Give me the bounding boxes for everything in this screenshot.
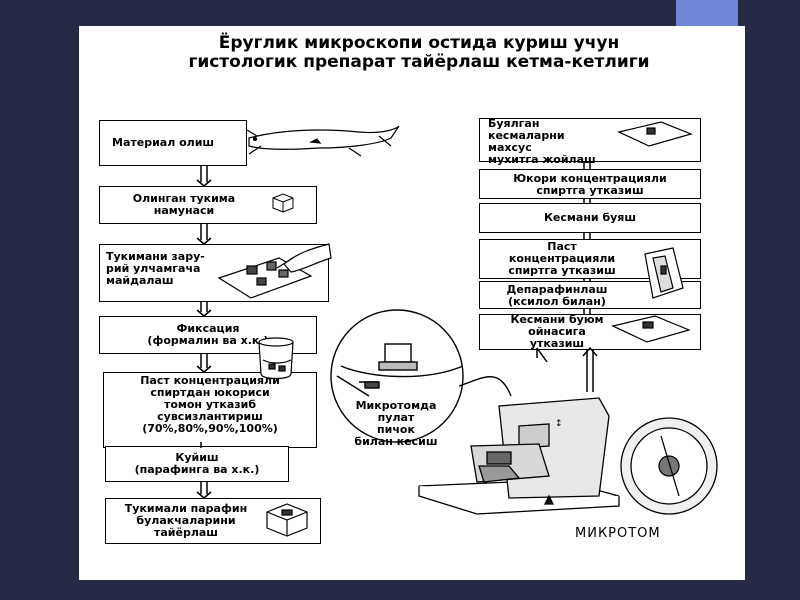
svg-text:↕: ↕	[555, 419, 563, 429]
microtome-step-label: Микротомда пулат пичок билан кесиш	[354, 399, 438, 448]
step-label: Кесмани буяш	[543, 211, 637, 224]
up-arrow	[583, 162, 591, 169]
corner-accent	[676, 0, 738, 26]
step-dehydration: Паст концентрацияли спиртдан юкориси том…	[103, 372, 317, 448]
rat-illustration	[246, 125, 400, 157]
up-arrow	[583, 309, 591, 314]
paraffin-block-icon	[266, 503, 308, 537]
step-label: Кесмани буюм ойнасига утказиш	[510, 313, 604, 350]
up-arrow	[583, 233, 591, 239]
pointer-arrow	[536, 347, 548, 363]
step-label: Материал олиш	[112, 136, 215, 149]
step-embedding: Куйиш (парафинга ва х.к.)	[105, 446, 289, 482]
magnifier-detail	[330, 309, 512, 443]
microtome-label: МИКРОТОМ	[575, 526, 661, 541]
step-material-taking: Материал олиш	[99, 120, 247, 166]
step-staining: Кесмани буяш	[479, 203, 701, 233]
glass-slide-illustration	[611, 315, 691, 343]
step-label: Куйиш (парафинга ва х.к.)	[134, 451, 260, 476]
beaker-illustration	[258, 337, 294, 380]
microtome-illustration: ↕	[418, 397, 718, 515]
step-label: Депарафинлаш (ксилол билан)	[506, 283, 608, 308]
step-label: Юкори концентрацияли спиртга утказиш	[513, 172, 667, 197]
step-label: Паст концентрацияли спиртдан юкориси том…	[140, 374, 280, 435]
step-high-alcohol: Юкори концентрацияли спиртга утказиш	[479, 169, 701, 199]
staining-jar-illustration	[644, 247, 684, 299]
cutting-board-illustration	[217, 243, 332, 299]
up-arrow	[583, 199, 591, 203]
step-label: Буялган кесмаларни махсус мухитга жойлаш	[488, 117, 596, 166]
up-arrow	[582, 346, 598, 392]
step-label: Паст концентрацияли спиртга утказиш	[508, 240, 616, 277]
step-label: Тукимани зару- рий улчамгача майдалаш	[106, 250, 205, 287]
tissue-cube-icon	[272, 193, 294, 213]
step-label: Олинган тукима намунаси	[132, 192, 236, 217]
page-title: Ёруглик микроскопи остида куриш учун гис…	[188, 33, 650, 72]
up-arrow	[583, 279, 591, 281]
down-arrow	[196, 224, 212, 245]
down-arrow	[196, 482, 212, 499]
step-deparaffinization: Депарафинлаш (ксилол билан)	[479, 281, 701, 309]
step-label: Тукимали парафин булакчаларини тайёрлаш	[124, 502, 248, 539]
slide: Ёруглик микроскопи остида куриш учун гис…	[79, 26, 745, 580]
diagram-artwork: ↕	[196, 121, 718, 537]
down-arrow	[196, 166, 212, 187]
glass-slide-illustration	[617, 121, 693, 147]
down-arrow	[196, 354, 212, 373]
down-arrow	[196, 302, 212, 317]
